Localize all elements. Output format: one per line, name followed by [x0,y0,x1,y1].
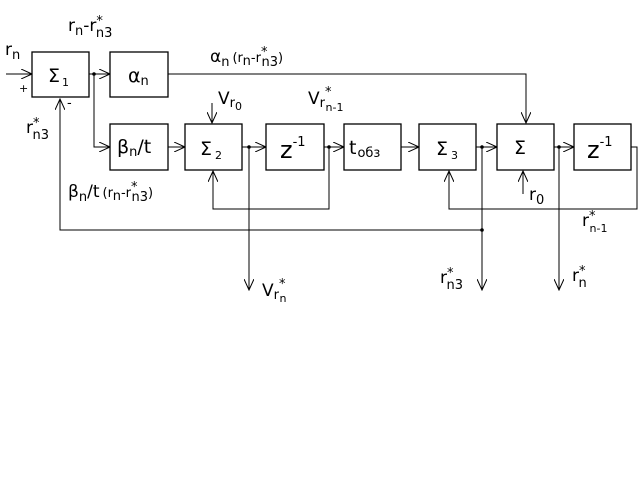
junction-dot [480,145,484,149]
block-beta: βn/t [109,123,169,171]
svg-text:Σ1: Σ1 [48,65,69,89]
wires [6,73,638,290]
label-beta-output: βn/t(rn-r*n3) [68,180,153,205]
label-vr0: Vr0 [218,89,242,113]
sum4-symbol: Σ [514,137,526,159]
tobz-symbol: t [349,137,356,159]
block-z1: z-1 [265,123,325,171]
label-plus: + [19,82,28,95]
svg-text:z-1: z-1 [587,135,613,164]
junction-dot [327,145,331,149]
label-error: rn-r*n3 [68,14,112,41]
svg-text:βn/t: βn/t [117,136,151,160]
wire-alpha-to-sum4 [168,73,526,123]
label-r0: r0 [529,185,544,208]
beta-subscript: n [129,145,137,160]
block-alpha: αn [109,51,169,98]
label-rnz-feedback: r*n3 [26,116,49,143]
block-z2: z-1 [573,123,632,171]
z2-symbol: z [587,136,600,164]
sum3-symbol: Σ [436,138,448,160]
junction-dot [480,228,484,232]
junction-dot [557,145,561,149]
sum2-subscript: 2 [215,149,222,162]
svg-text:tобз: tобз [349,137,380,161]
wire-sum1-to-beta [93,74,110,147]
block-sum4: Σ [496,123,555,171]
junction-dot [247,145,251,149]
block-tobz: tобз [343,123,402,171]
wire-rnz-feedback [60,99,482,231]
svg-text:z-1: z-1 [280,135,306,164]
svg-text:Σ: Σ [514,137,526,159]
z1-symbol: z [280,136,293,164]
sum2-symbol: Σ [200,138,212,160]
tobz-subscript: обз [357,146,380,161]
label-rnz-output: r*n3 [440,266,463,293]
wire-z2-feedback [449,146,638,210]
label-rn-input: rn [5,40,20,63]
label-vrn-output: Vr*n [262,277,287,305]
alpha-subscript: n [141,74,149,89]
junction-dot [92,72,96,76]
z2-superscript: -1 [600,135,613,150]
alpha-symbol: α [128,65,141,87]
label-alpha-output: αn(rn-r*n3) [210,45,283,70]
svg-text:Σ2: Σ2 [200,138,222,162]
svg-text:αn: αn [128,65,149,89]
beta-symbol: β [117,136,129,158]
label-rn-output: r*n [572,264,587,291]
beta-tail: /t [137,136,151,158]
sum1-symbol: Σ [48,65,60,87]
z1-superscript: -1 [293,135,306,150]
label-vrn1: Vr*n-1 [308,85,343,114]
svg-text:Σ3: Σ3 [436,138,458,162]
sum3-subscript: 3 [451,149,458,162]
sum1-subscript: 1 [62,76,69,89]
junction-dots [92,72,561,232]
label-rn1: r*n-1 [582,209,607,235]
label-minus: - [67,96,72,111]
